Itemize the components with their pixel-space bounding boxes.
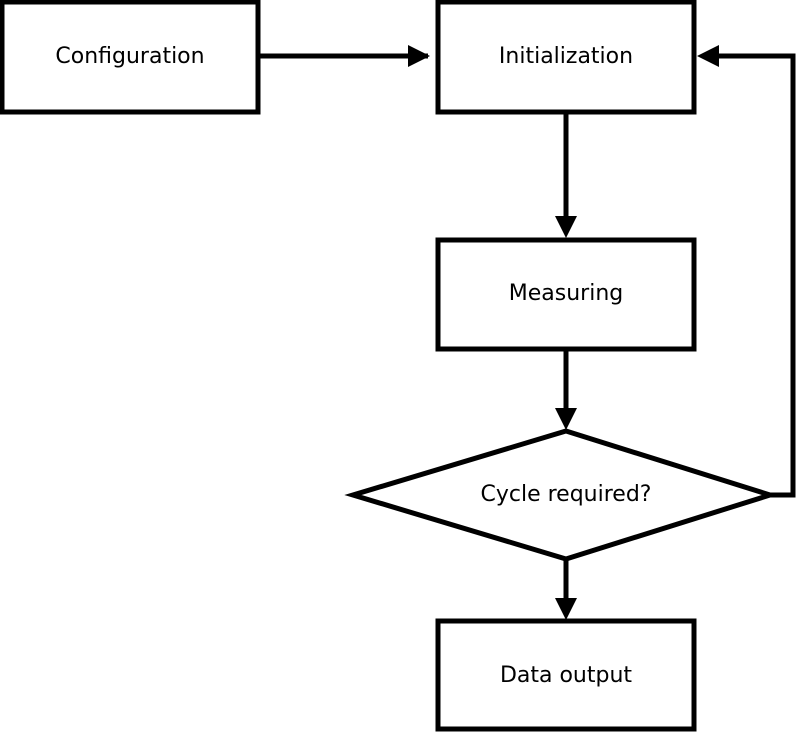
arrow-head-icon	[555, 598, 577, 620]
edge-cycle-to-data-output	[555, 559, 577, 620]
node-box[interactable]	[0, 0, 261, 115]
node-label: Cycle required?	[481, 482, 652, 507]
node-label: Measuring	[509, 281, 623, 306]
node-box[interactable]	[435, 0, 697, 115]
edge-line	[705, 53, 796, 498]
arrow-head-icon	[697, 45, 719, 67]
node-cycle-required[interactable]: Cycle required?	[344, 428, 779, 562]
arrow-head-icon	[555, 408, 577, 430]
node-box[interactable]	[435, 237, 697, 352]
node-box[interactable]	[435, 618, 697, 732]
node-label: Data output	[500, 663, 632, 688]
edges-layer	[258, 45, 796, 620]
edge-configuration-to-initialization	[258, 45, 430, 67]
node-data-output[interactable]: Data output	[435, 618, 697, 732]
edge-initialization-to-measuring	[555, 112, 577, 238]
node-measuring[interactable]: Measuring	[435, 237, 697, 352]
node-diamond[interactable]	[344, 428, 779, 562]
arrow-head-icon	[408, 45, 430, 67]
node-initialization[interactable]: Initialization	[435, 0, 697, 115]
node-label: Initialization	[499, 44, 633, 69]
nodes-layer: Configuration Initialization Measuring C…	[0, 0, 779, 732]
arrow-head-icon	[555, 216, 577, 238]
node-label: Configuration	[55, 44, 204, 69]
node-configuration[interactable]: Configuration	[0, 0, 261, 115]
edge-cycle-to-initialization-feedback	[697, 45, 796, 498]
edge-measuring-to-cycle	[555, 349, 577, 430]
